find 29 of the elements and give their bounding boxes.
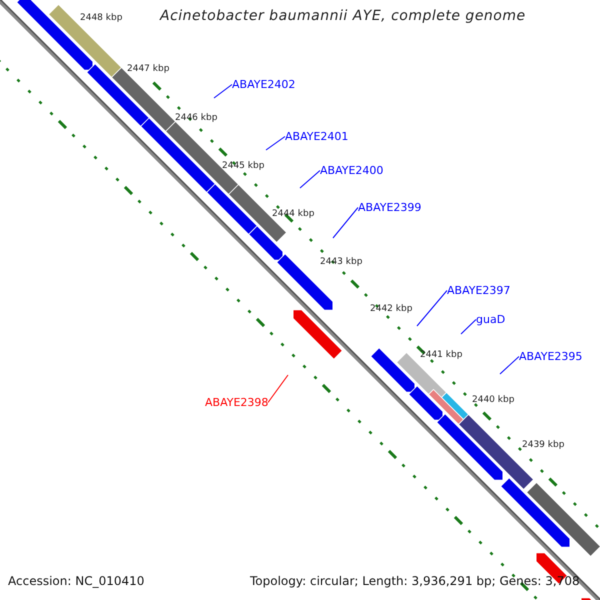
scale-label: 2447 kbp <box>127 65 170 74</box>
leader-line <box>266 136 286 150</box>
genome-summary: Topology: circular; Length: 3,936,291 bp; Genes: 3,708 <box>250 575 580 587</box>
leader-line <box>500 356 520 374</box>
accession-label: Accession: NC_010410 <box>8 575 144 587</box>
title: Acinetobacter baumannii AYE, complete genome <box>160 9 526 23</box>
leader-line <box>460 319 476 334</box>
gene-label: ABAYE2401 <box>285 131 348 142</box>
scale-label: 2443 kbp <box>320 258 362 267</box>
gene-label: ABAYE2400 <box>320 165 384 176</box>
scale-label: 2445 kbp <box>222 162 264 171</box>
leader-line <box>416 290 448 326</box>
scale-label: 2440 kbp <box>472 396 514 405</box>
scale-label: 2439 kbp <box>522 441 564 450</box>
gene-label: ABAYE2398 <box>205 397 268 408</box>
leader-line <box>300 170 320 188</box>
gene-label: ABAYE2399 <box>358 202 422 213</box>
gene-label: ABAYE2395 <box>519 351 582 362</box>
gene-label: guaD <box>476 314 506 325</box>
gene-label: ABAYE2397 <box>447 285 510 296</box>
leader-line <box>268 374 288 403</box>
scale-label: 2441 kbp <box>420 351 462 360</box>
scale-label: 2442 kbp <box>370 305 412 314</box>
scale-label: 2446 kbp <box>175 114 218 123</box>
gene-label: ABAYE2402 <box>232 79 296 90</box>
scale-label: 2444 kbp <box>272 210 314 219</box>
leader-line <box>214 84 232 98</box>
leader-line <box>332 207 358 238</box>
scale-label: 2448 kbp <box>80 14 122 23</box>
